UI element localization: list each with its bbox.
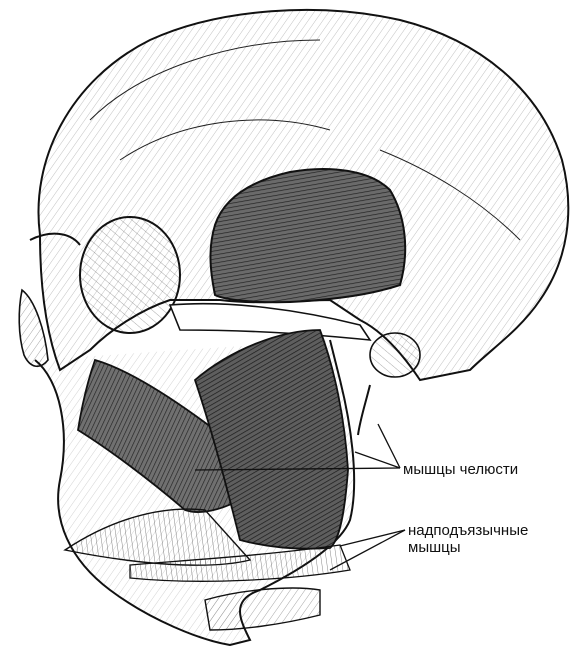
suprahyoid-muscles-label: надподъязычные мышцы <box>408 522 528 556</box>
suprahyoid-label-line1: надподъязычные <box>408 522 528 539</box>
ear-region <box>358 333 420 435</box>
jaw-muscles-label: мышцы челюсти <box>403 461 518 478</box>
zygomatic-arch <box>170 304 370 340</box>
suprahyoid-label-line2: мышцы <box>408 539 528 556</box>
